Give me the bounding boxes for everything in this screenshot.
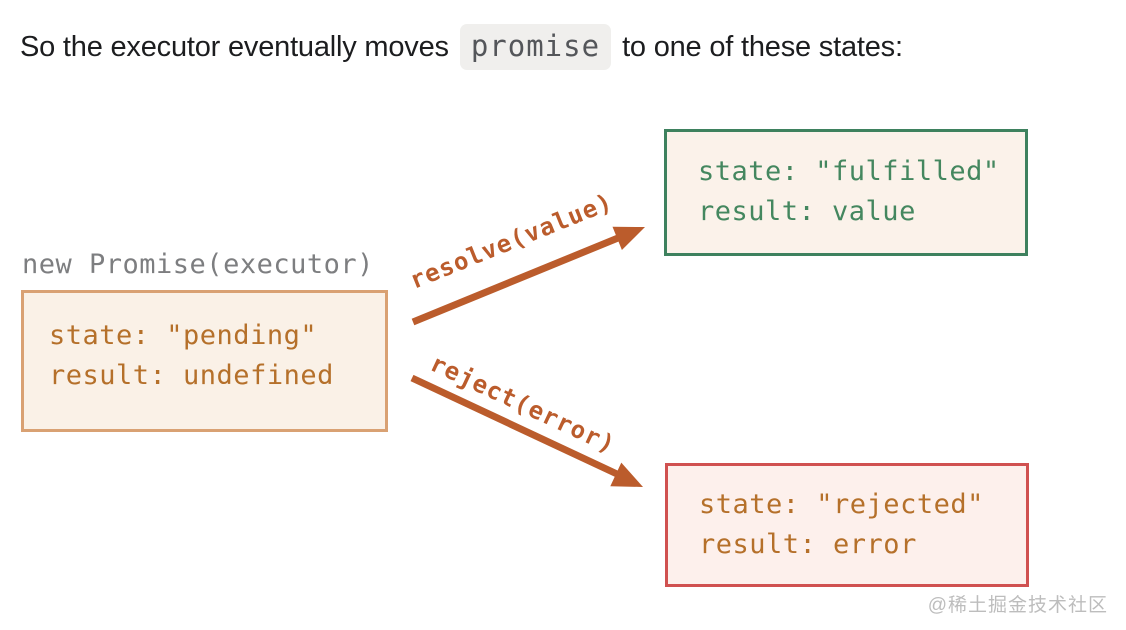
fulfilled-state-box: state: "fulfilled" result: value: [664, 129, 1028, 256]
rejected-state-box: state: "rejected" result: error: [665, 463, 1029, 587]
pending-state-box: state: "pending" result: undefined: [21, 290, 388, 432]
heading-text-after: to one of these states:: [622, 30, 903, 63]
reject-arrow-label: reject(error): [425, 349, 620, 460]
inline-code-promise: promise: [459, 24, 612, 70]
fulfilled-result-line: result: value: [698, 196, 916, 227]
fulfilled-state-line: state: "fulfilled": [698, 156, 1000, 187]
page-title: So the executor eventually moves promise…: [20, 24, 903, 70]
rejected-result-line: result: error: [699, 529, 917, 560]
rejected-state-line: state: "rejected": [699, 489, 984, 520]
resolve-arrow-label: resolve(value): [405, 187, 617, 295]
pending-state-line: state: "pending": [49, 320, 318, 351]
heading-text-before: So the executor eventually moves: [20, 30, 449, 63]
pending-result-line: result: undefined: [49, 360, 334, 391]
new-promise-executor-label: new Promise(executor): [22, 249, 374, 280]
watermark: @稀土掘金技术社区: [927, 595, 1108, 616]
